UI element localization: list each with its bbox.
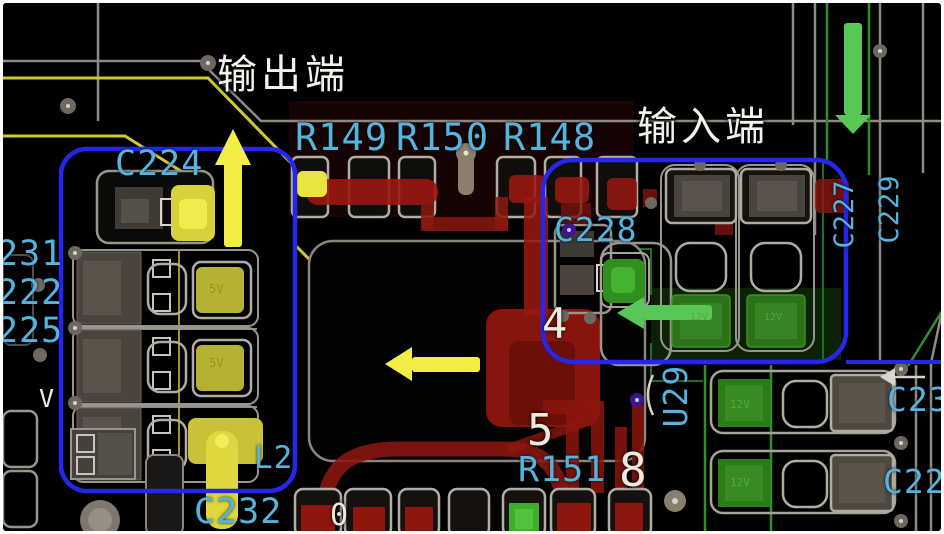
annotation-input-terminal: 输入端 — [637, 104, 769, 149]
silkscreen-edge-231: 231 — [0, 234, 64, 274]
bottom-pad-row[interactable] — [293, 487, 653, 534]
output-highlight-box — [58, 146, 298, 494]
copper-traces-green — [615, 3, 941, 531]
green-down-arrow — [835, 23, 871, 134]
silkscreen-c229: C229 — [873, 174, 905, 244]
c228-component[interactable] — [553, 223, 673, 367]
net-label-12v: 12V — [730, 476, 750, 489]
pin-number-5: 5 — [527, 405, 555, 456]
green-left-arrow — [617, 297, 712, 329]
net-label-12v: 12V — [730, 398, 750, 411]
red-copper-net — [306, 175, 849, 516]
net-label-12v: 12V — [764, 312, 783, 323]
silkscreen-r149: R149 — [295, 116, 389, 159]
silkscreen-c22-partial: C22 — [883, 462, 944, 501]
yellow-left-arrow — [385, 347, 480, 381]
silkscreen-edge-222: 222 — [0, 273, 64, 313]
highlight-pads-yellow — [188, 267, 263, 529]
silkscreen-u29: U29 — [655, 364, 695, 428]
pcb-artwork — [3, 3, 941, 534]
input-highlight-box — [540, 157, 849, 365]
silkscreen-c228: C228 — [554, 210, 638, 249]
silkscreen-c227: C227 — [828, 179, 860, 249]
annotation-boxes — [58, 146, 941, 494]
silkscreen-l2: L2 — [254, 440, 294, 476]
u29-bracket — [646, 374, 655, 416]
c224-component[interactable] — [95, 169, 215, 245]
silkscreen-r151: R151 — [518, 450, 607, 490]
v-marker: V — [39, 384, 56, 413]
net-label-12v: 12V — [690, 312, 709, 323]
silkscreen-c224: C224 — [115, 144, 204, 184]
pin-number-8: 8 — [619, 443, 648, 497]
net-label-5v: 5V — [209, 356, 224, 370]
pin-number-4: 4 — [542, 299, 569, 348]
net-label-5v: 5V — [209, 282, 224, 296]
net-arrow-right — [880, 368, 925, 386]
yellow-up-arrow — [215, 129, 251, 247]
pin-number-0: 0 — [330, 498, 350, 533]
silkscreen-edge-225: 225 — [0, 311, 64, 351]
silkscreen-r148: R148 — [503, 116, 597, 159]
bottom-right-cap-bank[interactable] — [709, 369, 897, 515]
vias — [31, 44, 908, 531]
annotation-arrows — [215, 23, 871, 381]
annotation-output-terminal: 输出端 — [217, 52, 349, 97]
yellow-pad-r149 — [297, 171, 327, 197]
silkscreen-c23-partial: C23 — [887, 380, 944, 419]
silkscreen-r150: R150 — [396, 116, 490, 159]
silkscreen-c232: C232 — [194, 492, 283, 532]
